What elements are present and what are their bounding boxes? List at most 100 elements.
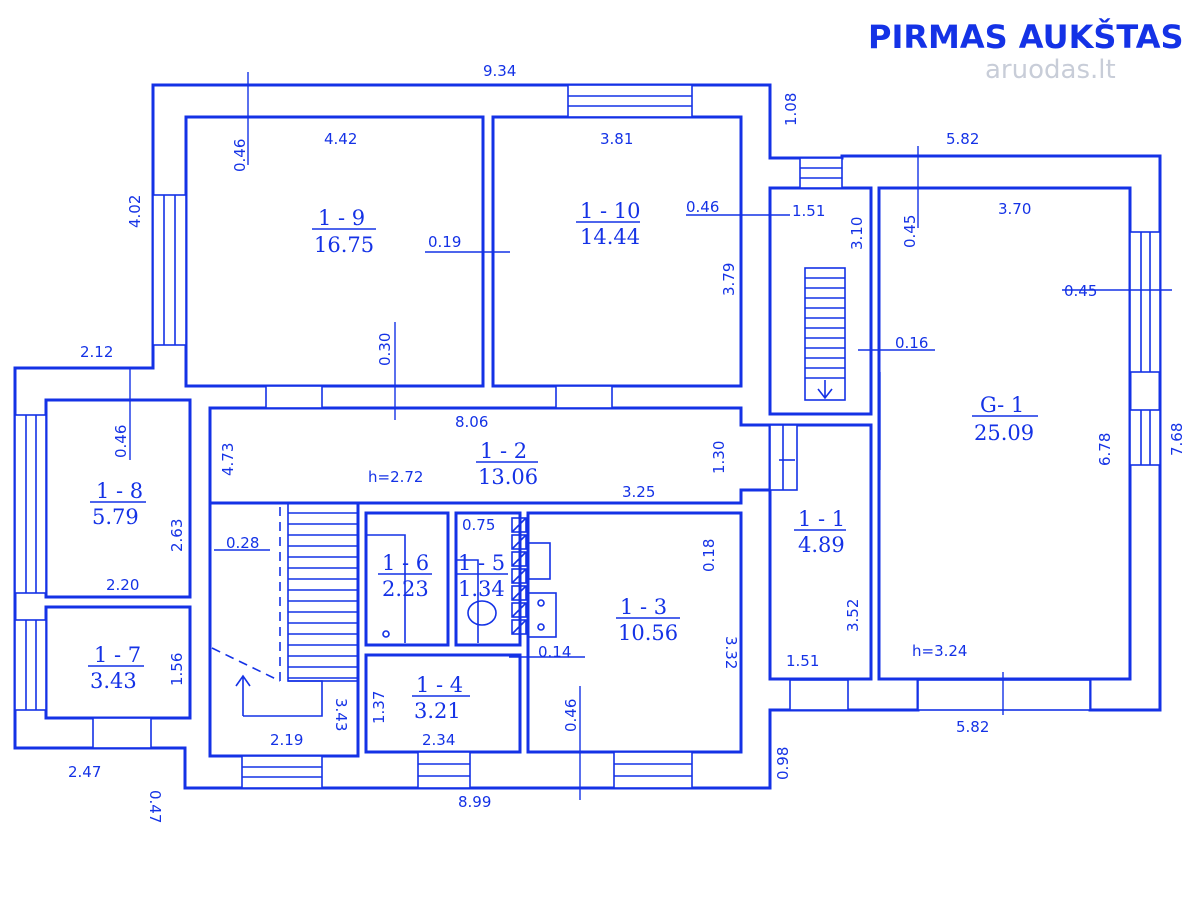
room-id: 1 - 6 — [382, 551, 429, 575]
dim-g-045: 0.45 — [901, 215, 919, 248]
dim-r11-352: 3.52 — [844, 599, 862, 632]
dim-r19-width: 4.42 — [324, 130, 357, 148]
dim-wall-019: 0.19 — [428, 233, 461, 251]
tile-vent — [511, 585, 527, 601]
fixtures — [366, 425, 795, 643]
window-left-upper — [152, 194, 187, 346]
room-1-7-label: 1 - 7 3.43 — [88, 643, 144, 693]
dim-g-win-045: 0.45 — [1064, 282, 1097, 300]
dim-right-768: 7.68 — [1168, 423, 1186, 456]
tower-stair — [804, 267, 846, 401]
garage-door — [917, 679, 1091, 711]
dim-r13-325: 3.25 — [622, 483, 655, 501]
window-top — [567, 84, 693, 118]
dim-r13-018: 0.18 — [700, 539, 718, 572]
tile-diagonal — [511, 517, 527, 533]
dim-r17-220: 2.20 — [106, 576, 139, 594]
tile-diagonal — [511, 602, 527, 618]
dim-bot-247: 2.47 — [68, 763, 101, 781]
room-1-5-label: 1 - 5 1.34 — [456, 551, 508, 601]
room-area: 13.06 — [478, 465, 538, 489]
dimension-lines — [129, 72, 1172, 800]
tile-vent — [511, 602, 527, 618]
dim-r18-046: 0.46 — [112, 425, 130, 458]
dim-r110-379: 3.79 — [720, 263, 738, 296]
tile-diagonal — [511, 585, 527, 601]
room-1-2-label: 1 - 2 13.06 — [476, 439, 538, 489]
dim-r110-width: 3.81 — [600, 130, 633, 148]
room-1-1-label: 1 - 1 4.89 — [794, 507, 846, 557]
dim-r14-234: 2.34 — [422, 731, 455, 749]
dim-wall-030: 0.30 — [376, 333, 394, 366]
room-id: 1 - 4 — [416, 673, 463, 697]
dim-1-08: 1.08 — [782, 93, 800, 126]
dim-r17-156: 1.56 — [168, 653, 186, 686]
door-1-9-hall — [265, 385, 323, 409]
hall-height: h=2.72 — [368, 468, 423, 486]
room-1-1-wall — [768, 423, 873, 681]
tile-vent — [511, 568, 527, 584]
dim-stair-310: 3.10 — [848, 217, 866, 250]
door-1-1 — [789, 679, 849, 711]
dimension-texts: 9.34 5.82 4.42 3.81 0.19 0.46 1.51 3.70 … — [68, 62, 1186, 823]
dim-r110-046: 0.46 — [686, 198, 719, 216]
window-bottom-3 — [613, 751, 693, 789]
windows — [14, 84, 1161, 789]
dim-g-678: 6.78 — [1096, 433, 1114, 466]
tile-vent — [511, 517, 527, 533]
dim-left-4-02: 4.02 — [126, 195, 144, 228]
dim-left-212: 2.12 — [80, 343, 113, 361]
dim-bot-899: 8.99 — [458, 793, 491, 811]
room-area: 10.56 — [618, 621, 678, 645]
dim-hall-130: 1.30 — [710, 441, 728, 474]
door-1-10-hall — [555, 385, 613, 409]
tile-diagonal — [511, 534, 527, 550]
room-area: 16.75 — [314, 233, 374, 257]
room-g-1-label: G- 1 25.09 — [972, 393, 1038, 445]
tile-vent — [511, 534, 527, 550]
dim-right-top: 5.82 — [946, 130, 979, 148]
room-area: 1.34 — [458, 577, 505, 601]
room-labels: 1 - 9 16.75 1 - 10 14.44 G- 1 25.09 1 - … — [88, 199, 1038, 723]
tile-diagonal — [511, 619, 527, 635]
room-id: 1 - 1 — [798, 507, 845, 531]
main-stair — [287, 502, 359, 682]
room-id: 1 - 9 — [318, 206, 365, 230]
room-area: 2.23 — [382, 577, 429, 601]
room-id: 1 - 3 — [620, 595, 667, 619]
floor-title: PIRMAS AUKŠTAS — [868, 17, 1184, 56]
garage-height: h=3.24 — [912, 642, 967, 660]
dim-r18-263: 2.63 — [168, 519, 186, 552]
tile-vent — [511, 619, 527, 635]
dim-top-total: 9.34 — [483, 62, 516, 80]
room-id: 1 - 8 — [96, 479, 143, 503]
dim-bot-098: 0.98 — [774, 747, 792, 780]
room-id: 1 - 5 — [458, 551, 505, 575]
dim-r11-151: 1.51 — [786, 652, 819, 670]
dim-hall-806: 8.06 — [455, 413, 488, 431]
tile-diagonal — [511, 551, 527, 567]
dim-bot-582: 5.82 — [956, 718, 989, 736]
dim-bot-047: 0.47 — [146, 790, 164, 823]
room-area: 14.44 — [580, 225, 640, 249]
room-1-10-wall — [491, 115, 743, 388]
watermark: aruodas.lt — [985, 55, 1116, 85]
window-garage-right-upper — [1129, 231, 1161, 373]
room-area: 5.79 — [92, 505, 139, 529]
dim-r13-332: 3.32 — [722, 636, 740, 669]
room-1-5-wall — [454, 511, 522, 647]
staircase — [210, 267, 846, 717]
door-1-7 — [92, 717, 152, 749]
room-1-6-wall — [364, 511, 450, 647]
tile-diagonal — [511, 568, 527, 584]
dim-r14-137: 1.37 — [370, 691, 388, 724]
room-id: 1 - 7 — [94, 643, 141, 667]
dim-r19-046: 0.46 — [231, 139, 249, 172]
room-1-3-label: 1 - 3 10.56 — [616, 595, 680, 645]
window-bottom-2 — [417, 751, 471, 789]
dim-r18-473: 4.73 — [219, 443, 237, 476]
dim-r15-014: 0.14 — [538, 643, 571, 661]
room-1-4-label: 1 - 4 3.21 — [412, 673, 470, 723]
window-bottom-1 — [241, 755, 323, 789]
toilet — [467, 600, 497, 626]
